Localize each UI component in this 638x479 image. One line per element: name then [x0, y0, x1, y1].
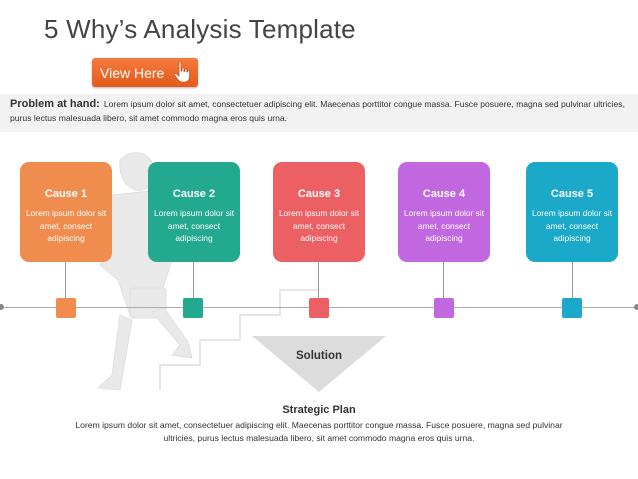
- cause-connector: [65, 262, 66, 298]
- cause-marker: [183, 298, 203, 318]
- cause-text: Lorem ipsum dolor sit amet, consect adip…: [153, 208, 235, 243]
- cause-connector: [318, 262, 319, 298]
- problem-band: [0, 94, 638, 132]
- problem-label: Problem at hand:: [10, 98, 100, 110]
- cause-connector: [443, 262, 444, 298]
- solution-label: Solution: [296, 350, 342, 362]
- problem-text: Lorem ipsum dolor sit amet, consectetuer…: [10, 99, 625, 123]
- cause-card: Cause 2 Lorem ipsum dolor sit amet, cons…: [148, 162, 240, 262]
- strategic-plan-text: Lorem ipsum dolor sit amet, consectetuer…: [75, 420, 563, 443]
- cause-title: Cause 4: [422, 188, 466, 200]
- cause-text: Lorem ipsum dolor sit amet, consect adip…: [25, 208, 107, 243]
- cause-card: Cause 5 Lorem ipsum dolor sit amet, cons…: [526, 162, 618, 262]
- cause-card: Cause 4 Lorem ipsum dolor sit amet, cons…: [398, 162, 490, 262]
- cause-card: Cause 3 Lorem ipsum dolor sit amet, cons…: [273, 162, 365, 262]
- cause-text: Lorem ipsum dolor sit amet, consect adip…: [531, 208, 613, 243]
- cause-card: Cause 1 Lorem ipsum dolor sit amet, cons…: [20, 162, 112, 262]
- cause-title: Cause 5: [550, 188, 594, 200]
- view-here-label: View Here: [100, 64, 165, 81]
- solution-funnel: [252, 336, 386, 392]
- cause-marker: [434, 298, 454, 318]
- cause-marker: [309, 298, 329, 318]
- cause-title: Cause 2: [172, 188, 216, 200]
- problem-statement: Problem at hand:Lorem ipsum dolor sit am…: [10, 97, 630, 125]
- cause-connector: [193, 262, 194, 298]
- cause-connector: [572, 262, 573, 298]
- cause-marker: [562, 298, 582, 318]
- view-here-button[interactable]: View Here: [92, 58, 198, 87]
- cause-title: Cause 3: [297, 188, 341, 200]
- strategic-plan-title: Strategic Plan: [282, 404, 356, 416]
- cause-marker: [56, 298, 76, 318]
- page-title: 5 Why’s Analysis Template: [44, 14, 356, 44]
- cause-text: Lorem ipsum dolor sit amet, consect adip…: [403, 208, 485, 243]
- pointing-hand-icon: [173, 60, 190, 83]
- timeline-end-dot: [634, 304, 638, 310]
- cause-title: Cause 1: [44, 188, 88, 200]
- cause-text: Lorem ipsum dolor sit amet, consect adip…: [278, 208, 360, 243]
- timeline-start-dot: [0, 304, 4, 310]
